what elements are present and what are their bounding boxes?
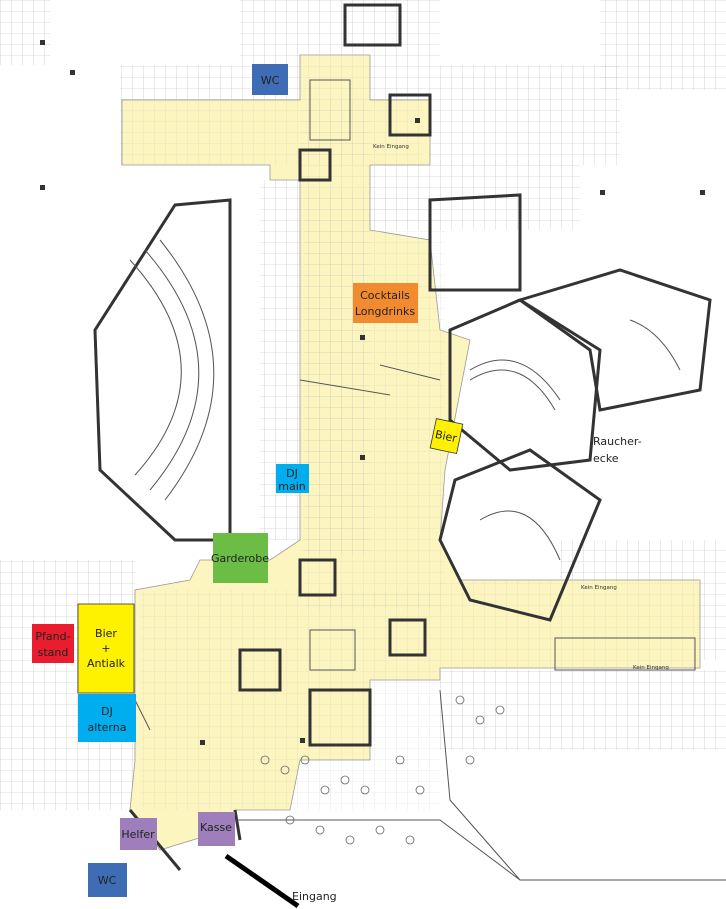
svg-text:stand: stand [38,646,69,659]
label-kein-eingang-top: Kein Eingang [373,144,409,150]
seating-area [260,695,505,845]
station-dj-main: DJ main [276,464,309,493]
station-helfer: Helfer [120,818,157,850]
svg-text:+: + [101,642,110,655]
station-kasse: Kasse [198,812,235,846]
svg-text:WC: WC [98,874,117,887]
svg-text:Bier: Bier [434,428,459,445]
svg-text:WC: WC [261,74,280,87]
svg-text:Helfer: Helfer [121,828,155,841]
svg-text:Longdrinks: Longdrinks [355,305,416,318]
station-garderobe: Garderobe [211,533,269,583]
svg-text:Bier: Bier [95,627,117,640]
station-dj-alterna: DJ alterna [78,694,136,742]
label-kein-eingang-right-upper: Kein Eingang [581,585,617,591]
svg-text:Raucher-: Raucher- [593,435,642,448]
station-bier-right: Bier [429,418,464,455]
svg-text:Pfand-: Pfand- [35,630,70,643]
station-bier-antialk: Bier + Antialk [77,603,135,694]
label-kein-eingang-right-lower: Kein Eingang [633,665,669,671]
station-cocktails: Cocktails Longdrinks [353,283,418,323]
svg-text:Antialk: Antialk [87,657,126,670]
svg-text:alterna: alterna [88,721,127,734]
walls [93,3,726,881]
svg-text:DJ: DJ [101,705,113,718]
entrance-marker [224,853,300,909]
label-raucherecke: Raucher- ecke [593,435,642,465]
station-pfandstand: Pfand- stand [32,624,74,663]
svg-text:Cocktails: Cocktails [360,289,410,302]
station-wc-bottom: WC [88,863,127,897]
svg-text:Garderobe: Garderobe [211,552,269,565]
svg-text:main: main [278,480,306,493]
svg-text:Kasse: Kasse [200,821,232,834]
pillars [40,40,705,745]
label-eingang: Eingang [292,890,337,903]
svg-text:DJ: DJ [286,467,298,480]
station-wc-top: WC [252,64,288,95]
svg-text:ecke: ecke [593,452,619,465]
